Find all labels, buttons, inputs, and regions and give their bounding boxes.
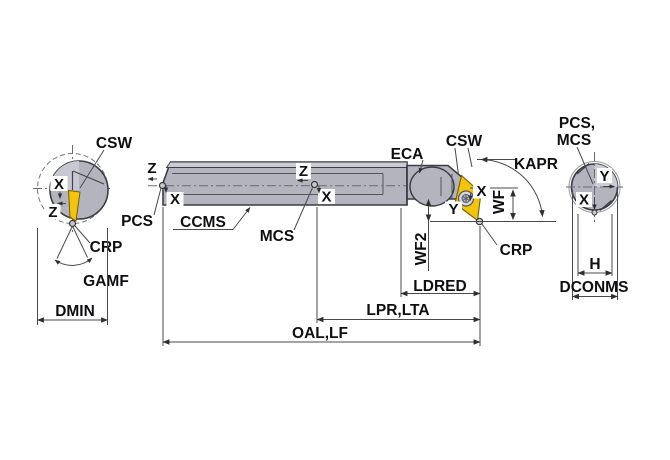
shank-bottom-marker: [591, 209, 598, 216]
end-view-x-axis-label: X: [579, 192, 589, 209]
wf-label: WF: [491, 190, 508, 214]
lpr-lta-label: LPR,LTA: [366, 302, 429, 319]
csw-left-label: CSW: [96, 135, 133, 152]
shank-chamfer-bottom: [599, 200, 612, 211]
left-view-x-axis-label: X: [54, 176, 64, 193]
shaft-end-z-axis-label: Z: [147, 160, 156, 177]
left-view-z-axis-label: Z: [48, 204, 57, 221]
oal-lf-label: OAL,LF: [292, 325, 348, 342]
x-label-bg: [50, 176, 68, 191]
z-end-label-bg: [144, 160, 160, 176]
csw-left-leader: [79, 149, 105, 189]
left-view-pocket-edge: [72, 170, 105, 185]
dconms-label: DCONMS: [560, 279, 629, 296]
wf2-label: WF2: [413, 233, 430, 266]
ccms-leader: [232, 207, 251, 230]
left-end-view: X Z CSW CRP GAMF DMIN: [33, 135, 132, 325]
eca-label: ECA: [391, 146, 424, 163]
head-y-axis-label: Y: [448, 201, 458, 218]
h-label: H: [589, 256, 600, 273]
left-view-insert: [67, 189, 81, 222]
end-view-y-axis-label: Y: [599, 168, 609, 185]
ldred-label: LDRED: [413, 278, 466, 295]
csw-right-leader-2: [467, 147, 473, 168]
bottom-dimensions: LDRED LPR,LTA OAL,LF: [162, 207, 481, 346]
head-x-axis-label: X: [476, 183, 486, 200]
y-end-label-bg: [597, 168, 612, 183]
z-mid-label-bg: [296, 163, 311, 179]
z-label-bg: [45, 204, 61, 219]
crp-left-leader: [74, 225, 91, 244]
pcs-leader: [153, 187, 162, 216]
mcs-label: MCS: [260, 228, 294, 245]
pcs-point-marker: [158, 181, 167, 190]
gamf-ray-right: [72, 225, 88, 258]
end-view-pcs-mcs-leader: [576, 146, 594, 185]
csw-right-leader-1: [454, 147, 459, 176]
x-mid-label-bg: [318, 189, 335, 204]
mcs-x-axis-label: X: [321, 189, 331, 206]
eca-leader: [418, 159, 424, 174]
ccms-label: CCMS: [180, 214, 226, 231]
crp-left-point-marker: [68, 219, 77, 228]
head-view: ECA CSW KAPR WF WF2 X Y CRP: [391, 133, 558, 271]
kapr-label: KAPR: [514, 156, 558, 173]
gamf-angle-arc: [54, 257, 93, 266]
shaft-top-face: [165, 161, 408, 168]
mcs-leader: [293, 186, 314, 231]
shaft-body: [162, 161, 408, 206]
end-view-mcs-label: MCS: [557, 132, 591, 149]
right-end-view: PCS, MCS Y X H DCONMS: [557, 115, 629, 300]
gamf-label: GAMF: [83, 273, 129, 290]
crp-left-label: CRP: [90, 239, 123, 256]
x-end-view-label-bg: [576, 192, 592, 207]
x-head-label-bg: [473, 183, 490, 199]
kapr-angle-arc: [480, 156, 545, 218]
mcs-z-axis-label: Z: [299, 163, 308, 180]
crp-right-leader: [481, 223, 498, 246]
mcs-point-marker: [310, 180, 319, 189]
dmin-label: DMIN: [55, 303, 95, 320]
gamf-ray-left: [56, 225, 73, 259]
y-head-label-bg: [445, 201, 462, 217]
pcs-label: PCS: [121, 213, 153, 230]
x-end-label-bg: [166, 192, 184, 207]
shank-chamfer-top: [576, 163, 590, 175]
head-end-face-ellipse: [409, 166, 455, 207]
end-view-pcs-label: PCS,: [559, 115, 595, 132]
csw-right-label: CSW: [446, 133, 483, 150]
crp-right-label: CRP: [500, 242, 533, 259]
shaft-end-x-axis-label: X: [170, 191, 180, 208]
